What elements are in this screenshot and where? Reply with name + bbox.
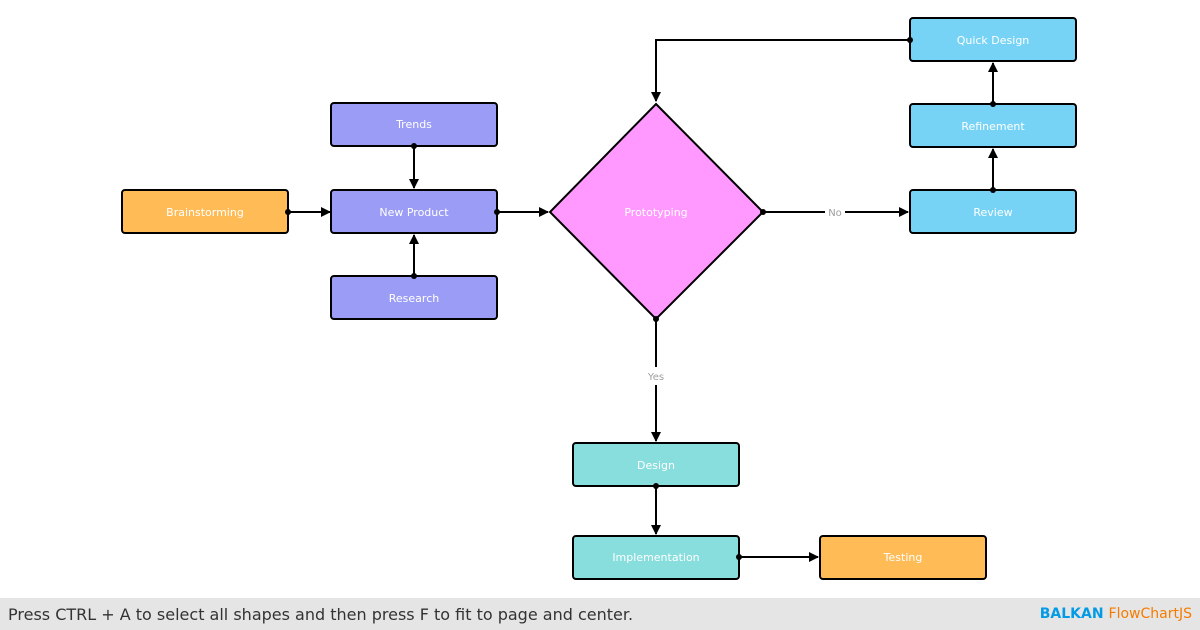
edge-label-yes: Yes	[647, 372, 664, 383]
flowchart-canvas[interactable]: No Yes Brainstorming Trends New Product …	[0, 0, 1200, 598]
node-implementation[interactable]: Implementation	[572, 535, 740, 580]
port-dot[interactable]	[653, 316, 659, 322]
node-implementation-label: Implementation	[612, 551, 699, 564]
node-testing-shape	[819, 535, 987, 580]
edges	[288, 39, 998, 562]
node-brainstorming-label: Brainstorming	[166, 206, 244, 219]
port-dot[interactable]	[494, 209, 500, 215]
node-new-product[interactable]: New Product	[330, 189, 498, 234]
keyboard-hint: Press CTRL + A to select all shapes and …	[8, 604, 634, 624]
node-review-label: Review	[973, 206, 1012, 219]
node-research-label: Research	[389, 292, 439, 305]
node-refinement[interactable]: Refinement	[909, 103, 1077, 148]
port-dot[interactable]	[653, 483, 659, 489]
node-review[interactable]: Review	[909, 189, 1077, 234]
port-dot[interactable]	[411, 273, 417, 279]
node-quick-design-label: Quick Design	[957, 34, 1030, 47]
port-dots	[285, 37, 996, 560]
port-dot[interactable]	[736, 554, 742, 560]
brand-product: FlowChartJS	[1108, 606, 1192, 622]
node-testing-label: Testing	[883, 551, 923, 564]
node-refinement-label: Refinement	[961, 120, 1025, 133]
status-bar: Press CTRL + A to select all shapes and …	[0, 598, 1200, 630]
edge-label-no: No	[828, 208, 842, 219]
node-testing[interactable]: Testing	[819, 535, 987, 580]
node-trends-label: Trends	[395, 118, 432, 131]
port-dot[interactable]	[760, 209, 766, 215]
node-new-product-label: New Product	[379, 206, 449, 219]
node-trends[interactable]: Trends	[330, 102, 498, 147]
edge-quick-design-to-prototyping[interactable]	[651, 39, 910, 102]
node-design[interactable]: Design	[572, 442, 740, 487]
port-dot[interactable]	[907, 37, 913, 43]
port-dot[interactable]	[285, 209, 291, 215]
node-brainstorming[interactable]: Brainstorming	[121, 189, 289, 234]
brand-name: BALKAN	[1039, 606, 1104, 622]
port-dot[interactable]	[990, 187, 996, 193]
node-design-label: Design	[637, 459, 675, 472]
node-quick-design[interactable]: Quick Design	[909, 17, 1077, 62]
port-dot[interactable]	[990, 101, 996, 107]
node-prototyping[interactable]: Prototyping	[548, 102, 765, 321]
port-dot[interactable]	[411, 143, 417, 149]
node-research[interactable]: Research	[330, 275, 498, 320]
node-prototyping-label: Prototyping	[624, 206, 687, 219]
